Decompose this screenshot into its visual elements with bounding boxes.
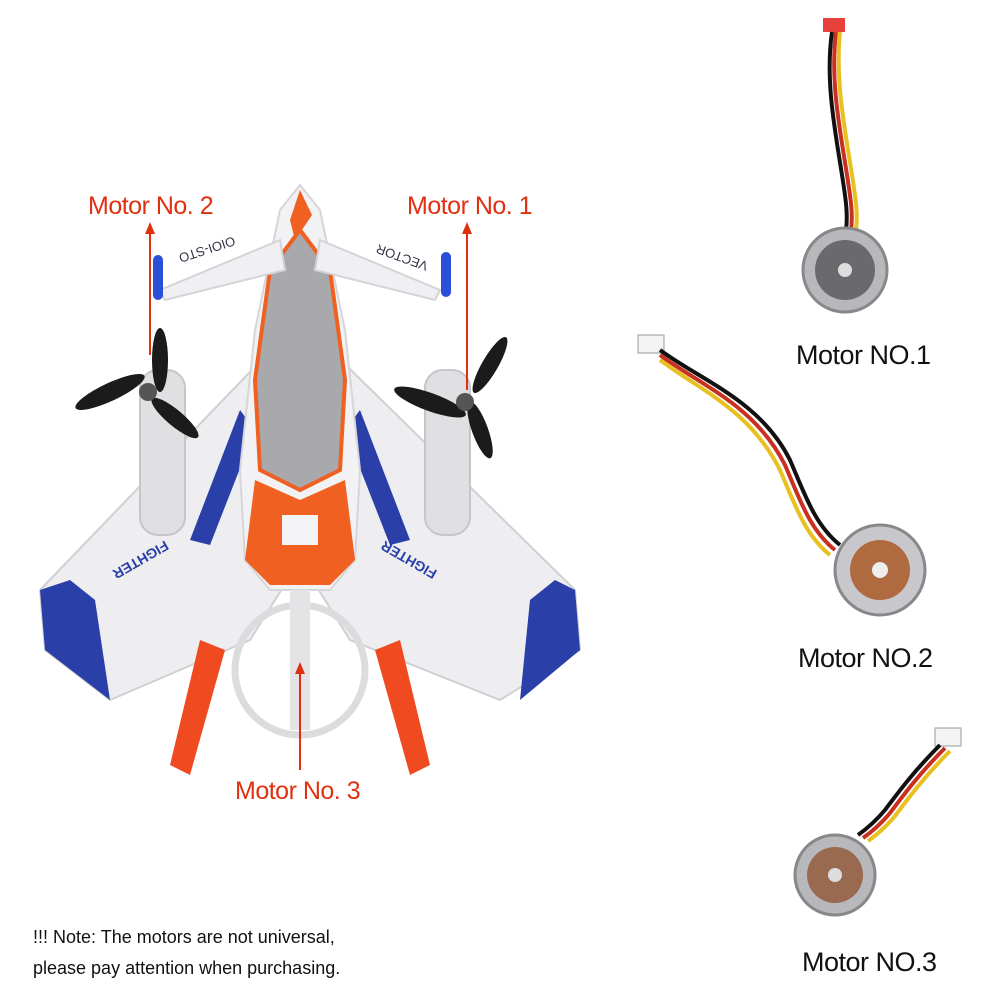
- note-line-2: please pay attention when purchasing.: [33, 958, 341, 978]
- motor-2-label: Motor NO.2: [798, 643, 933, 673]
- motor-2-callout: Motor No. 2: [88, 192, 214, 220]
- motor-3-callout: Motor No. 3: [235, 777, 361, 805]
- motor-3-label: Motor NO.3: [802, 947, 937, 977]
- note-text: !!! Note: The motors are not universal, …: [33, 922, 340, 984]
- motor-1-callout: Motor No. 1: [407, 192, 533, 220]
- note-line-1: !!! Note: The motors are not universal,: [33, 927, 335, 947]
- motor-1-label: Motor NO.1: [796, 340, 931, 370]
